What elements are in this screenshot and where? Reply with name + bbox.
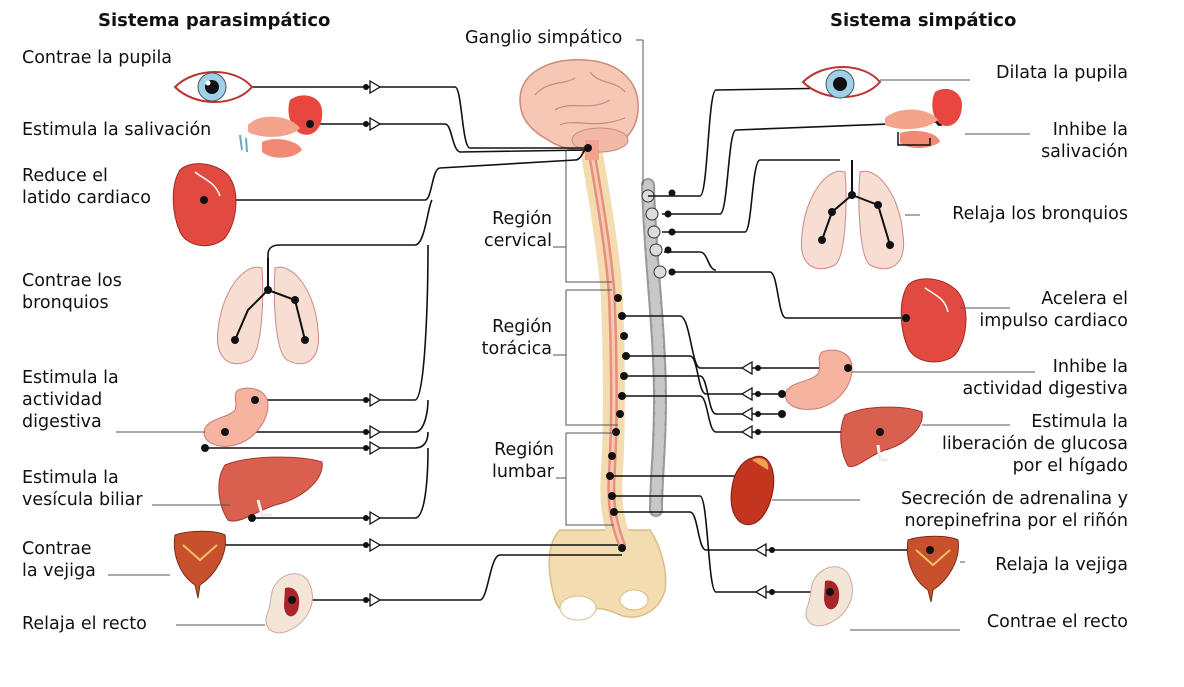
symp-label-salivation: Inhibe la salivación: [1041, 119, 1128, 163]
symp-label-heart: Acelera el impulso cardiaco: [979, 288, 1128, 332]
liver-icon-right: [841, 407, 923, 467]
salivary-gland-icon-right: [885, 89, 962, 148]
brain-icon: [520, 60, 638, 160]
kidney-icon-right: [731, 456, 774, 524]
sympathetic-title: Sistema simpático: [830, 10, 1016, 31]
symp-label-bronchi: Relaja los bronquios: [952, 203, 1128, 225]
bladder-icon-left: [174, 531, 225, 598]
region-thoracic-label: Región torácica: [470, 316, 552, 360]
para-label-pupil: Contrae la pupila: [22, 47, 172, 69]
parasympathetic-title: Sistema parasimpático: [98, 10, 330, 31]
region-lumbar-label: Región lumbar: [470, 439, 554, 483]
liver-icon-left: [219, 457, 322, 522]
para-label-rectum: Relaja el recto: [22, 613, 147, 635]
heart-icon-right: [901, 279, 966, 362]
eye-icon-left: [175, 72, 252, 102]
stomach-icon-left: [201, 388, 268, 452]
stomach-icon-right: [778, 350, 852, 418]
pelvis-icon: [549, 530, 665, 620]
symp-label-kidney: Secreción de adrenalina y norepinefrina …: [901, 488, 1128, 532]
para-label-bronchi: Contrae los bronquios: [22, 270, 122, 314]
symp-label-pupil: Dilata la pupila: [996, 62, 1128, 84]
rectum-icon-left: [266, 574, 312, 633]
para-label-salivation: Estimula la salivación: [22, 119, 211, 141]
spinal-cord-icon: [592, 155, 622, 545]
heart-icon-left: [173, 164, 236, 246]
para-label-digestive: Estimula la actividad digestiva: [22, 367, 119, 433]
symp-label-liver: Estimula la liberación de glucosa por el…: [942, 411, 1128, 477]
lungs-icon-right: [801, 160, 903, 269]
ganglion-label: Ganglio simpático: [465, 27, 622, 49]
region-cervical-label: Región cervical: [470, 208, 552, 252]
para-label-heart: Reduce el latido cardiaco: [22, 165, 151, 209]
para-label-gallbladder: Estimula la vesícula biliar: [22, 467, 143, 511]
para-label-bladder: Contrae la vejiga: [22, 538, 96, 582]
salivary-gland-icon-left: [240, 95, 322, 157]
bladder-icon-right: [907, 536, 958, 602]
lungs-icon-left: [217, 258, 318, 364]
symp-label-digestive: Inhibe la actividad digestiva: [962, 356, 1128, 400]
symp-label-bladder: Relaja la vejiga: [995, 554, 1128, 576]
symp-label-rectum: Contrae el recto: [987, 611, 1128, 633]
rectum-icon-right: [806, 567, 852, 626]
eye-icon-right: [803, 67, 880, 98]
